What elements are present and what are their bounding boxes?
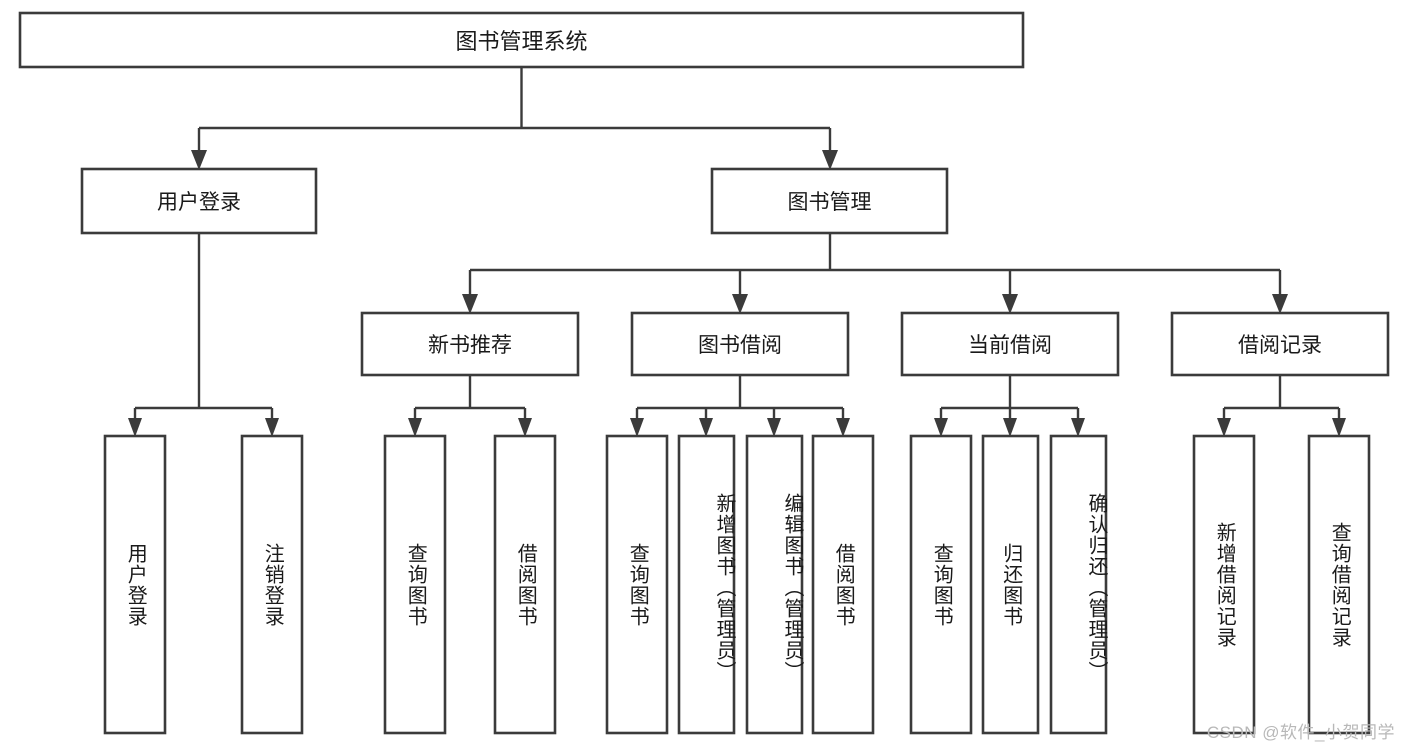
arrow-user-login xyxy=(191,150,207,170)
arrow-l-bb-add xyxy=(699,418,713,437)
node-new-book[interactable] xyxy=(360,311,580,377)
arrow-l-bb-borrow xyxy=(836,418,850,437)
leaf-nb-query-book[interactable] xyxy=(383,434,447,735)
arrow-l-nb-borrow xyxy=(518,418,532,437)
arrow-borrow-record xyxy=(1272,294,1288,314)
arrow-l-bb-edit xyxy=(767,418,781,437)
leaf-br-add-record[interactable] xyxy=(1192,434,1256,735)
arrow-book-borrow xyxy=(732,294,748,314)
node-book-borrow[interactable] xyxy=(630,311,850,377)
leaf-cb-return-book[interactable] xyxy=(981,434,1040,735)
arrow-l-cb-return xyxy=(1003,418,1017,437)
node-current-borrow[interactable] xyxy=(900,311,1120,377)
leaf-logout[interactable] xyxy=(240,434,304,735)
arrow-current-borrow xyxy=(1002,294,1018,314)
leaf-br-query-record[interactable] xyxy=(1307,434,1371,735)
arrow-l-cb-query xyxy=(934,418,948,437)
connector-layer xyxy=(128,67,1346,437)
arrow-l-br-add xyxy=(1217,418,1231,437)
arrow-l-br-query xyxy=(1332,418,1346,437)
leaf-user-login[interactable] xyxy=(103,434,167,735)
leaf-bb-edit-book[interactable] xyxy=(745,434,804,735)
arrow-l-nb-query xyxy=(408,418,422,437)
arrow-new-book xyxy=(462,294,478,314)
node-user-login[interactable] xyxy=(80,167,318,235)
leaf-cb-confirm-return[interactable] xyxy=(1049,434,1108,735)
leaf-bb-add-book[interactable] xyxy=(677,434,736,735)
leaf-cb-query-book[interactable] xyxy=(909,434,973,735)
arrow-l-bb-query xyxy=(630,418,644,437)
arrow-l-user-login xyxy=(128,418,142,437)
leaf-nb-borrow-book[interactable] xyxy=(493,434,557,735)
csdn-watermark: CSDN @软件_小贺同学 xyxy=(1206,723,1395,742)
node-borrow-record[interactable] xyxy=(1170,311,1390,377)
node-root[interactable] xyxy=(18,11,1025,69)
arrow-book-manage xyxy=(822,150,838,170)
arrow-l-logout xyxy=(265,418,279,437)
node-box-layer xyxy=(18,11,1390,735)
arrow-l-cb-confirm xyxy=(1071,418,1085,437)
leaf-bb-query-book[interactable] xyxy=(605,434,669,735)
leaf-bb-borrow-book[interactable] xyxy=(811,434,875,735)
node-book-manage[interactable] xyxy=(710,167,949,235)
